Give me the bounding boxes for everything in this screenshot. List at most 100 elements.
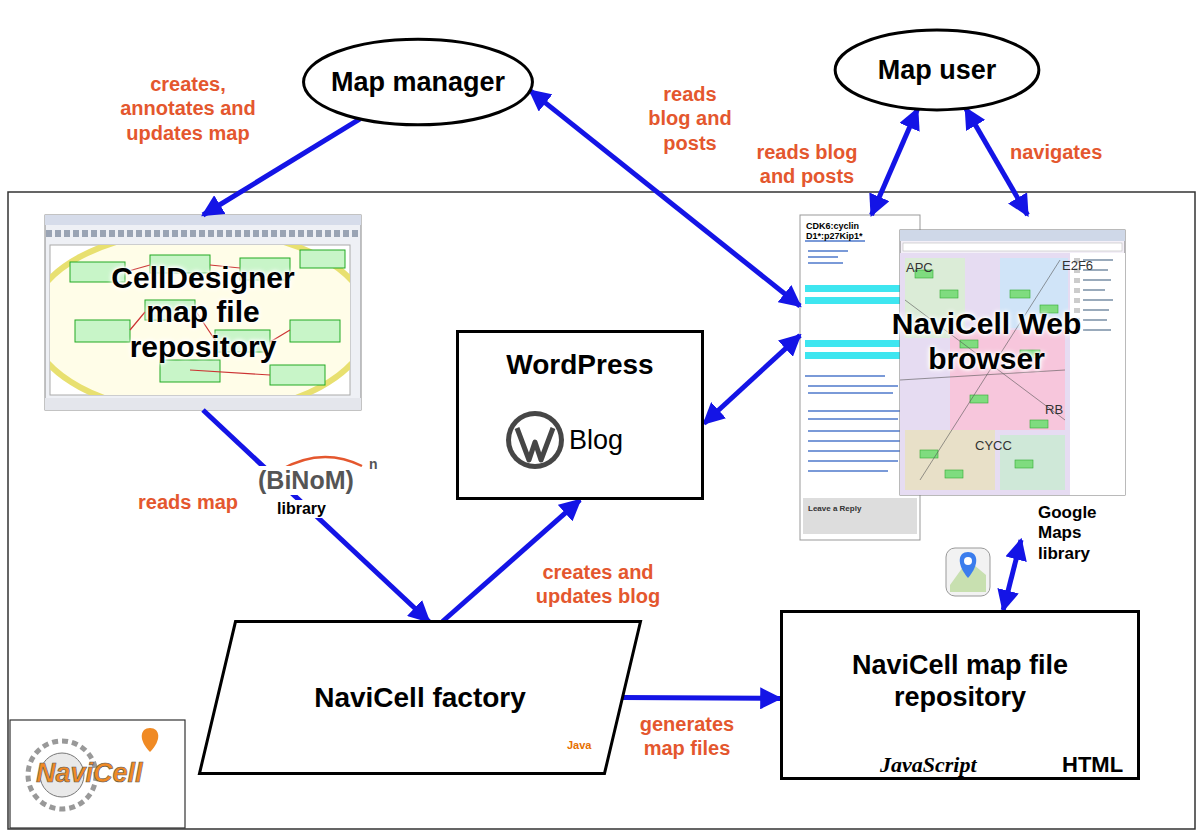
drawing-part xyxy=(808,460,898,462)
drawing-part xyxy=(808,418,898,420)
blog-box: WordPressBlog xyxy=(456,330,704,500)
drawing-part xyxy=(970,395,988,403)
repository-screenshot: CellDesigner map file repository xyxy=(45,215,361,410)
flow-arrow xyxy=(704,335,800,423)
annotation-label: NaviCell xyxy=(36,758,143,789)
drawing-part xyxy=(50,245,350,395)
node-text: NaviCell factory xyxy=(314,682,526,714)
drawing-part xyxy=(945,470,963,478)
annotation-label: (BiNoM) xyxy=(258,466,354,495)
drawing-part xyxy=(940,290,958,298)
drawing-part xyxy=(808,450,908,452)
edge-label: generates map files xyxy=(622,712,752,761)
node-text: Map user xyxy=(878,55,997,86)
annotation-label: Google Maps library xyxy=(1038,503,1116,564)
drawing-part xyxy=(805,375,885,377)
drawing-part xyxy=(1083,289,1105,291)
drawing-part xyxy=(808,410,903,412)
google-maps-icon xyxy=(946,548,990,596)
annotation-label: Java xyxy=(567,739,591,751)
node-text: Blog xyxy=(569,425,623,456)
node-text: NaviCell map file repository xyxy=(810,649,1110,714)
drawing-part xyxy=(1083,279,1111,281)
drawing-part xyxy=(1083,319,1107,321)
system-frame xyxy=(8,192,1195,829)
drawing-part xyxy=(10,720,185,828)
annotation-label: JavaScript xyxy=(880,752,977,778)
drawing-part xyxy=(900,230,1125,241)
edge-label: reads blog and posts xyxy=(748,140,866,189)
edge-label: reads map xyxy=(138,490,238,514)
drawing-part xyxy=(808,392,893,394)
drawing-part xyxy=(808,430,908,432)
navicell-logo xyxy=(10,720,185,828)
drawing-part xyxy=(808,250,848,252)
drawing-part xyxy=(960,552,977,578)
drawing-part xyxy=(75,320,130,342)
edge-label: creates, annotates and updates map xyxy=(118,72,258,145)
drawing-part xyxy=(808,256,838,258)
drawing-part xyxy=(808,385,898,387)
drawing-part xyxy=(290,320,340,342)
celldesigner-screenshot xyxy=(30,215,370,414)
drawing-part xyxy=(45,215,361,225)
edge-label: reads blog and posts xyxy=(640,82,740,155)
edge-label: navigates xyxy=(1010,140,1102,164)
wordpress-logo xyxy=(506,411,564,469)
actor-ellipse: Map manager xyxy=(300,37,536,127)
drawing-part xyxy=(808,440,903,442)
flow-arrow xyxy=(1003,540,1021,610)
drawing-part xyxy=(1074,278,1080,283)
annotation-label: E2F6 xyxy=(1062,258,1093,273)
drawing-part xyxy=(1030,420,1048,428)
drawing-part xyxy=(1074,288,1080,293)
drawing-part xyxy=(1083,309,1109,311)
drawing-part xyxy=(946,548,990,596)
drawing-part xyxy=(805,297,900,304)
actor-ellipse: Map user xyxy=(832,28,1042,112)
drawing-part xyxy=(805,340,900,347)
factory-parallelogram: NaviCell factory xyxy=(195,620,645,775)
annotation-label: Leave a Reply xyxy=(808,504,861,513)
drawing-part xyxy=(50,245,350,395)
drawing-part xyxy=(1070,253,1125,495)
drawing-part xyxy=(808,470,888,472)
node-text: CellDesigner map file repository xyxy=(96,261,311,365)
annotation-label: CDK6:cyclin D1*:p27Kip1* xyxy=(806,221,918,241)
drawing-part xyxy=(1074,298,1080,303)
drawing-part xyxy=(805,285,900,292)
drawing-part xyxy=(300,250,345,268)
drawing-part xyxy=(304,39,533,125)
drawing-part xyxy=(270,365,325,385)
drawing-part xyxy=(805,352,900,359)
drawing-part xyxy=(200,622,641,774)
node-text: WordPress xyxy=(459,349,701,381)
drawing-part xyxy=(517,428,553,460)
flow-arrow xyxy=(623,695,781,701)
drawing-part xyxy=(964,557,972,565)
drawing-part xyxy=(1083,299,1113,301)
edge-label: creates and updates blog xyxy=(523,560,673,609)
drawing-part xyxy=(1015,460,1033,468)
drawing-part xyxy=(803,498,917,534)
drawing-part xyxy=(506,411,564,469)
drawing-part xyxy=(1083,329,1111,331)
node-text: Map manager xyxy=(331,67,505,98)
drawing-part xyxy=(808,262,843,264)
node-text: NaviCell Web browser xyxy=(892,307,1082,376)
drawing-part xyxy=(1010,290,1030,298)
drawing-part xyxy=(142,728,159,752)
drawing-part xyxy=(835,30,1039,110)
annotation-label: APC xyxy=(906,260,933,275)
annotation-label: RB xyxy=(1045,402,1063,417)
drawing-part xyxy=(903,243,1122,251)
flow-arrow xyxy=(872,109,918,215)
flow-arrow xyxy=(203,410,429,622)
drawing-part xyxy=(511,416,559,464)
annotation-label: HTML xyxy=(1062,752,1123,778)
drawing-part xyxy=(920,450,938,458)
annotation-label: CYCC xyxy=(975,438,1012,453)
annotation-label: n xyxy=(369,456,378,472)
drawing-part xyxy=(45,398,361,410)
